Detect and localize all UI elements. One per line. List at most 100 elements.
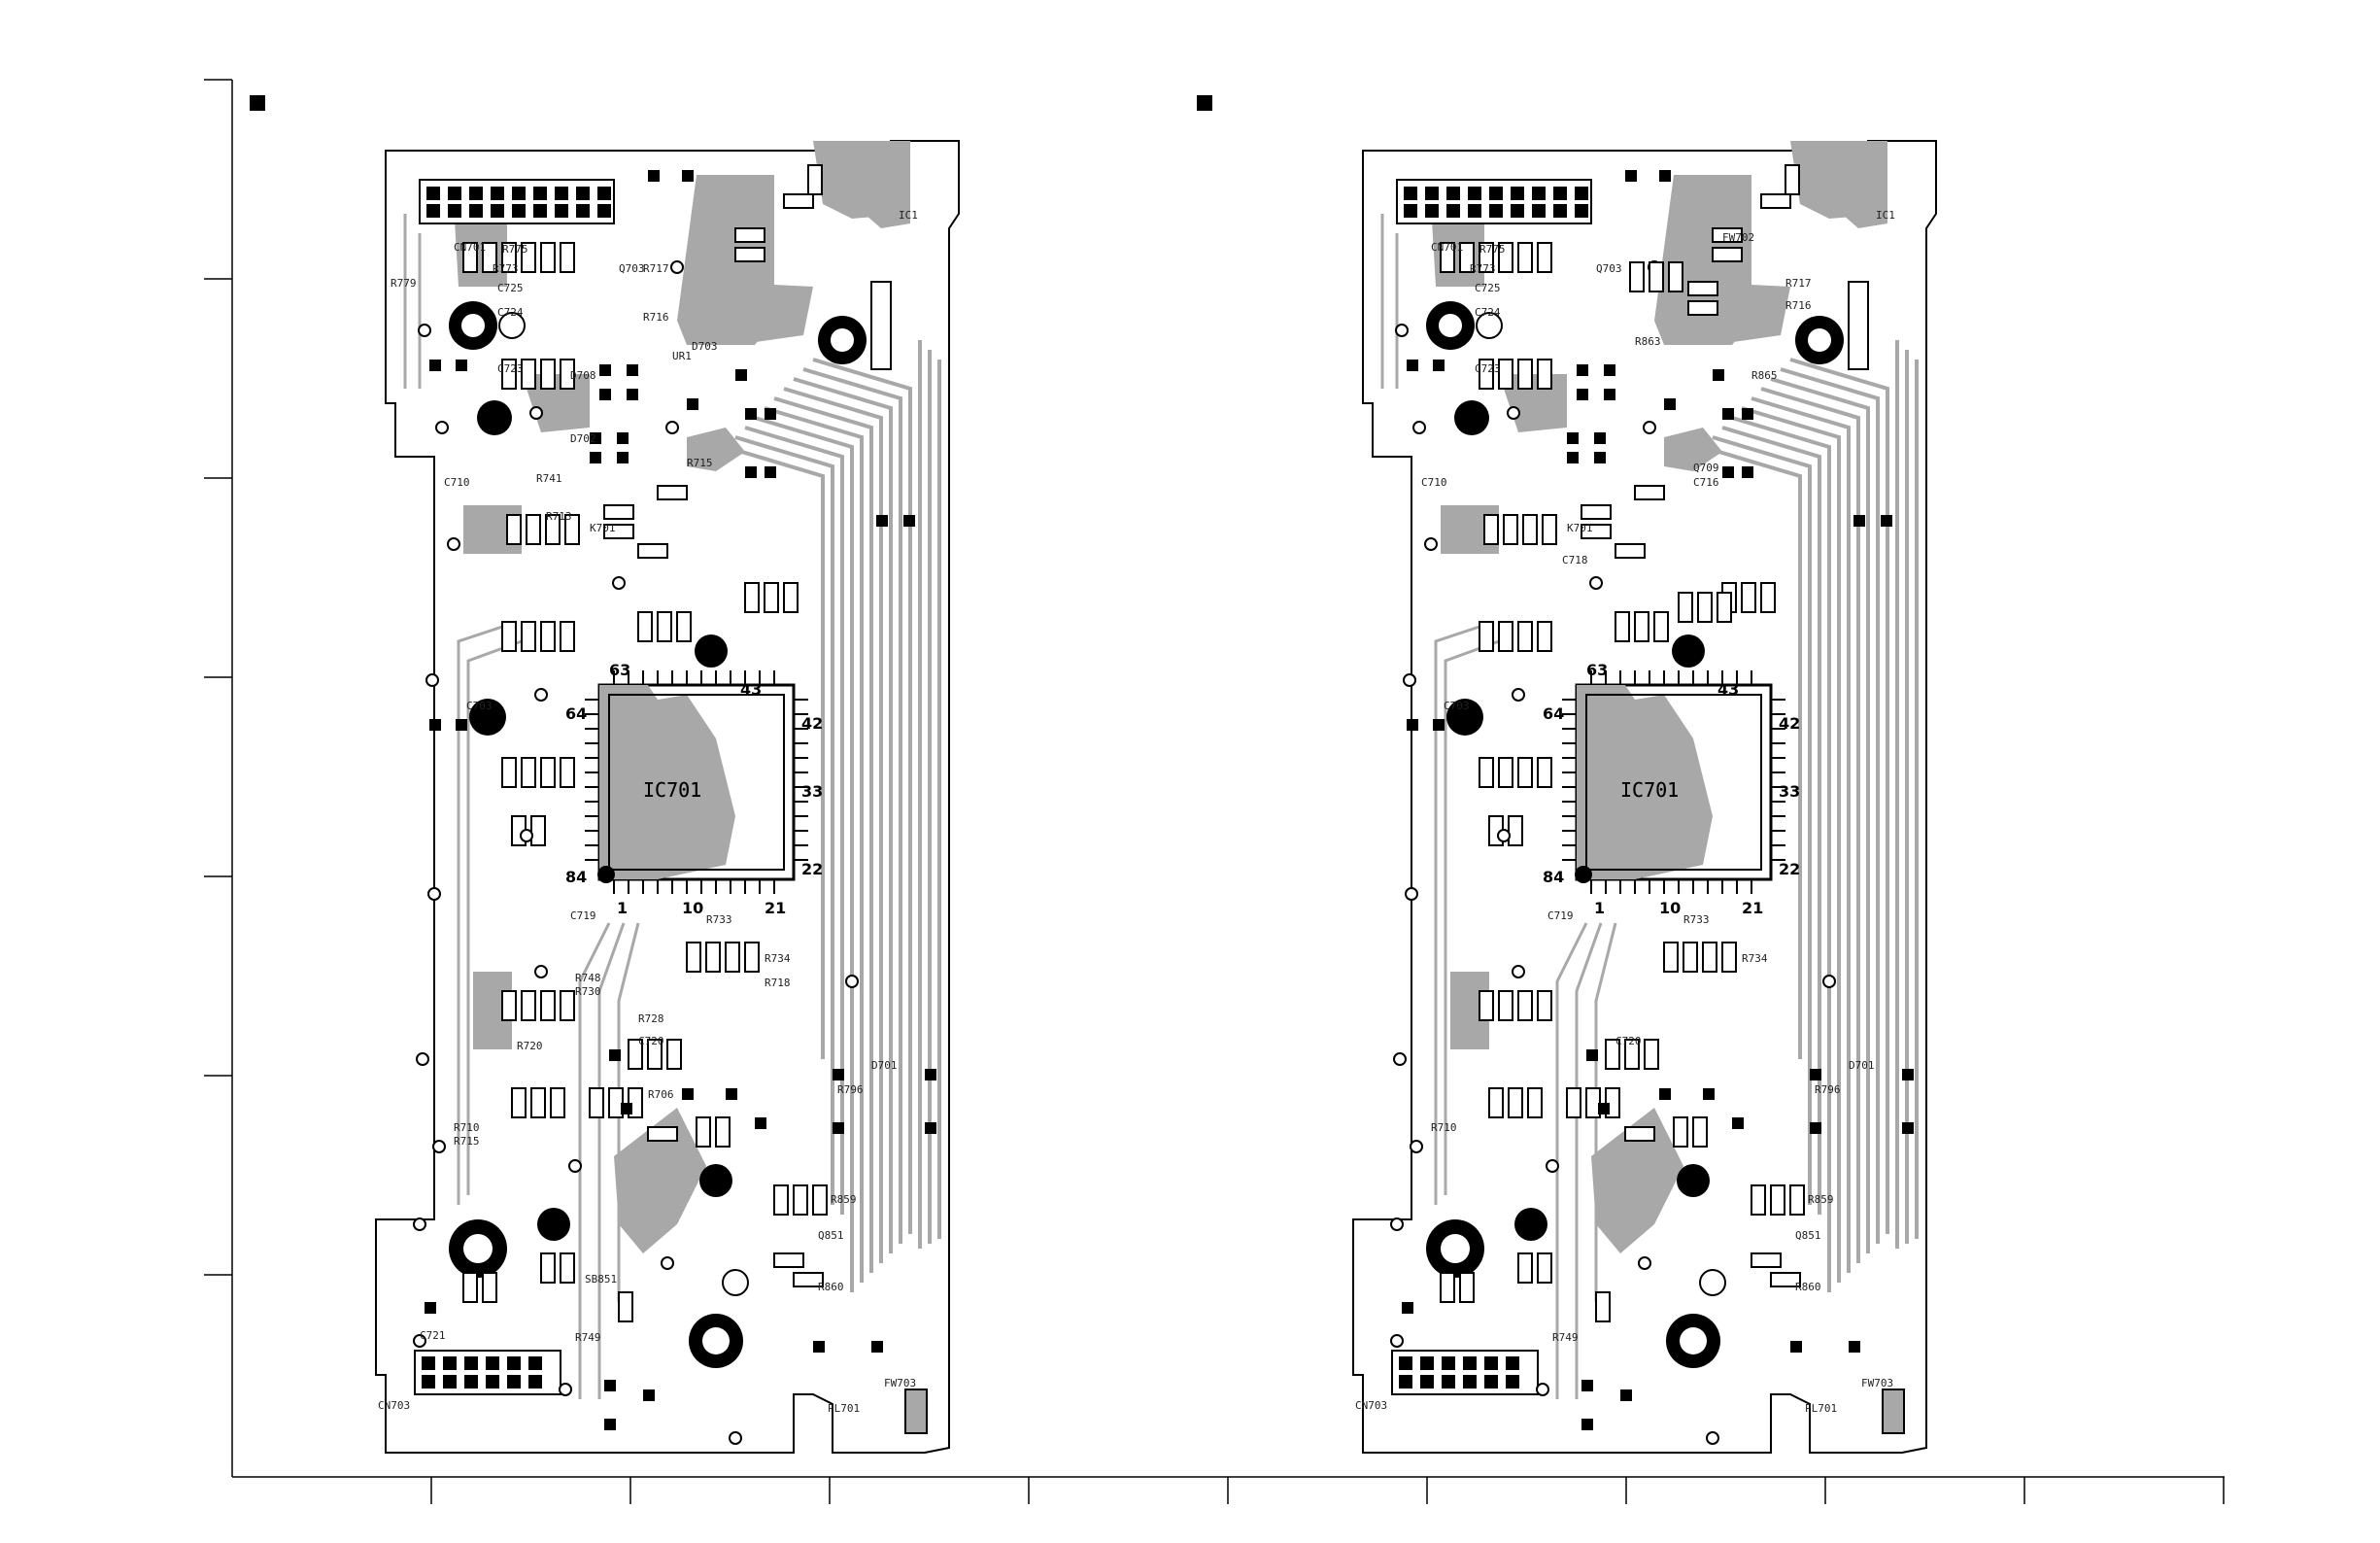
r728-label: R728: [638, 1012, 664, 1025]
r775-label: R775: [502, 243, 528, 256]
r773-label: R773: [493, 262, 519, 275]
r865-label: R865: [1751, 369, 1778, 382]
r715-label: R715: [687, 457, 713, 469]
c720-label-right: C720: [1615, 1035, 1642, 1047]
d703-label: D703: [692, 340, 718, 353]
r863-label: R863: [1635, 335, 1661, 348]
c703-label: C703: [466, 700, 493, 712]
k701-label: K701: [590, 522, 616, 534]
board-right-labels: IC701 64 63 43 42 33 22 21 10 1 84 CN701…: [1355, 209, 1895, 1415]
r779-label: R779: [391, 277, 417, 290]
fw703-label-right: FW703: [1861, 1377, 1893, 1389]
fw702-label: FW702: [1722, 231, 1754, 244]
d701-label: D701: [871, 1059, 898, 1072]
r741-label: R741: [536, 472, 562, 485]
board-right-extra: [1629, 261, 1732, 623]
r710-label-right: R710: [1431, 1121, 1457, 1134]
c723-label-right: C723: [1475, 362, 1501, 375]
board-left-labels: IC701 64 63 43 42 33 22 21 10 1 84 CN701…: [378, 209, 918, 1415]
pin-22-right: 22: [1779, 860, 1800, 878]
q703-label: Q703: [619, 262, 645, 275]
pin-42: 42: [801, 714, 823, 733]
pin-84: 84: [565, 868, 587, 886]
section-marker-right: [1197, 95, 1212, 111]
q709-label: Q709: [1693, 462, 1719, 474]
c725-label: C725: [497, 282, 524, 294]
cn703-label-right: CN703: [1355, 1399, 1387, 1412]
k701-label-right: K701: [1567, 522, 1593, 534]
c710-label: C710: [444, 476, 470, 489]
r713-label: R713: [546, 510, 572, 523]
c719-label: C719: [570, 909, 596, 922]
pin-63: 63: [609, 661, 630, 679]
d702-label: D702: [570, 432, 596, 445]
c719-label-right: C719: [1547, 909, 1574, 922]
r851-label: SB851: [585, 1273, 617, 1286]
pin-1: 1: [617, 899, 628, 917]
c703-label-right: C703: [1444, 700, 1470, 712]
cn701-label: CN701: [454, 241, 486, 254]
r860-label: R860: [818, 1281, 844, 1293]
r717-label: R717: [643, 262, 669, 275]
d708-label: D708: [570, 369, 596, 382]
r859-label-right: R859: [1808, 1193, 1834, 1206]
pin-63-right: 63: [1586, 661, 1608, 679]
pin-43: 43: [740, 680, 762, 699]
r748-label: R748: [575, 972, 601, 984]
r734-label: R734: [765, 952, 791, 965]
c724-label: C724: [497, 306, 524, 319]
c723-label: C723: [497, 362, 524, 375]
c720-label: C720: [638, 1035, 664, 1047]
fw703-label: FW703: [884, 1377, 916, 1389]
pin-64: 64: [565, 704, 587, 723]
ic1-label-right: IC1: [1876, 209, 1895, 222]
q851-label: Q851: [818, 1229, 844, 1242]
r773-label-right: R773: [1470, 262, 1496, 275]
ic1-label: IC1: [899, 209, 918, 222]
d701-label-right: D701: [1849, 1059, 1875, 1072]
r720-label: R720: [517, 1040, 543, 1052]
c716-label: C716: [1693, 476, 1719, 489]
r716-label: R716: [643, 311, 669, 324]
r710-label: R710: [454, 1121, 480, 1134]
cn701-label-right: CN701: [1431, 241, 1463, 254]
q851-label-right: Q851: [1795, 1229, 1821, 1242]
ic701-label-right: IC701: [1620, 778, 1679, 802]
board-right: IC701 64 63 43 42 33 22 21 10 1 84 CN701…: [1351, 139, 1938, 1455]
r749-label: R749: [575, 1331, 601, 1344]
r775-label-right: R775: [1479, 243, 1506, 256]
pin-21-right: 21: [1742, 899, 1763, 917]
pin-33-right: 33: [1779, 782, 1800, 801]
c710-label-right: C710: [1421, 476, 1447, 489]
pl701-label: PL701: [828, 1402, 860, 1415]
c724-label-right: C724: [1475, 306, 1501, 319]
r734-label-right: R734: [1742, 952, 1768, 965]
r717-label-right: R717: [1785, 277, 1812, 290]
ur1-label: UR1: [672, 350, 692, 362]
frame-ticks-bottom: [430, 1477, 2225, 1504]
pin-43-right: 43: [1717, 680, 1739, 699]
r749-label-right: R749: [1552, 1331, 1579, 1344]
r718-label: R718: [765, 977, 791, 989]
r733-label-right: R733: [1683, 913, 1710, 926]
pin-10: 10: [682, 899, 703, 917]
cn703-label: CN703: [378, 1399, 410, 1412]
r860-label-right: R860: [1795, 1281, 1821, 1293]
r706-label: R706: [648, 1088, 674, 1101]
pin-64-right: 64: [1543, 704, 1564, 723]
r730-label: R730: [575, 985, 601, 998]
c725-label-right: C725: [1475, 282, 1501, 294]
ic701-label: IC701: [643, 778, 701, 802]
pin-1-right: 1: [1594, 899, 1605, 917]
r796-label-right: R796: [1815, 1083, 1841, 1096]
section-marker-left: [250, 95, 265, 111]
c718-label: C718: [1562, 554, 1588, 566]
board-left: IC701 64 63 43 42 33 22 21 10 1 84 CN701…: [374, 139, 961, 1455]
c721-label: C721: [420, 1329, 446, 1342]
pin-21: 21: [765, 899, 786, 917]
frame-ticks-left: [204, 79, 232, 1276]
pl701-label-right: PL701: [1805, 1402, 1837, 1415]
r859-label: R859: [831, 1193, 857, 1206]
pin-33: 33: [801, 782, 823, 801]
